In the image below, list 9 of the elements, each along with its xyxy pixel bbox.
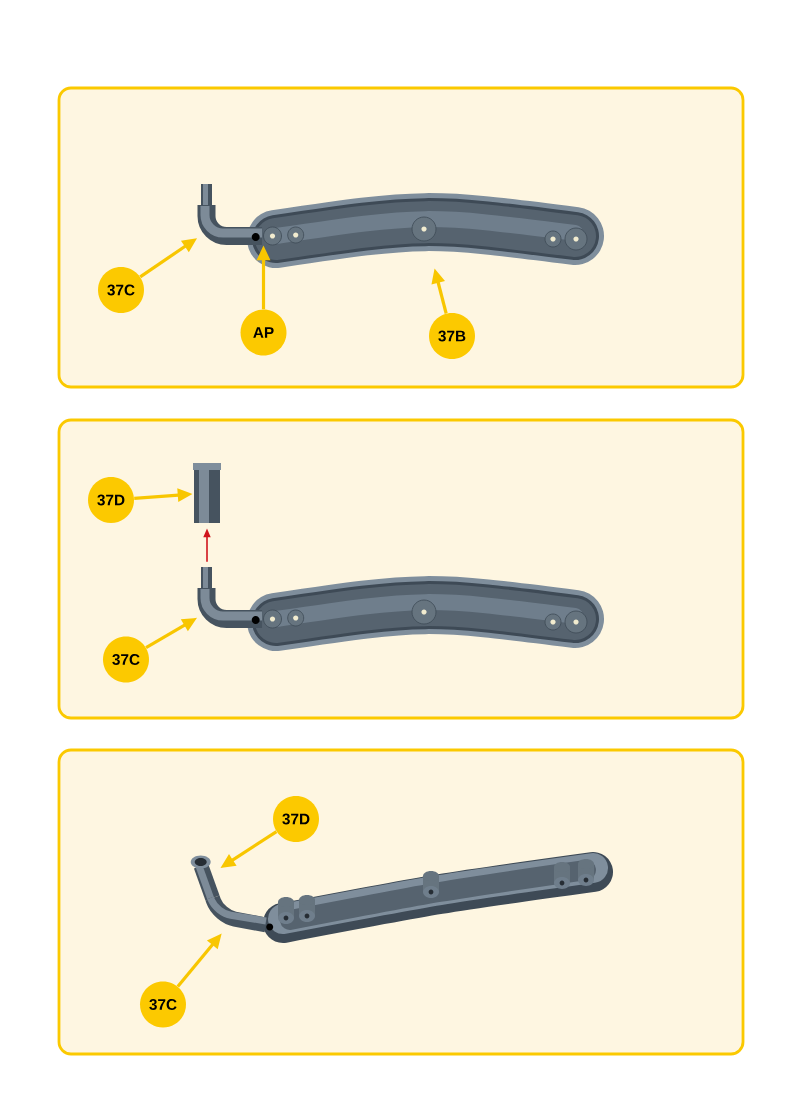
bracket-drawing <box>247 193 604 268</box>
bracket-drawing <box>247 576 604 651</box>
panel <box>57 748 745 1056</box>
sleeve-drawing <box>190 855 220 901</box>
pipe-drawing <box>197 184 262 245</box>
bracket-drawing <box>263 852 613 943</box>
pipe-drawing <box>205 893 268 933</box>
pipe-drawing <box>197 567 262 628</box>
sleeve-drawing <box>193 463 221 523</box>
